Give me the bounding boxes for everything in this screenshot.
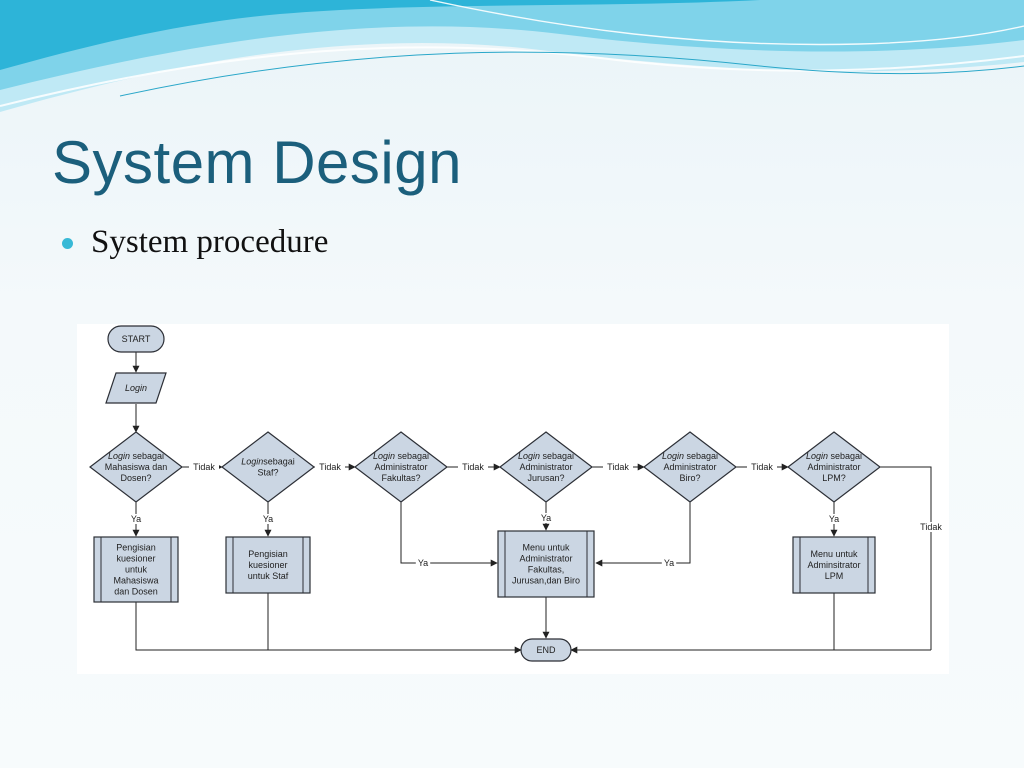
flowchart-panel — [77, 324, 949, 674]
start-terminal-label: START — [122, 334, 151, 344]
edge-label-yes-3-bg — [415, 558, 431, 568]
edge-label-no-5-bg — [747, 462, 777, 472]
edge-label-yes-6-bg — [826, 514, 842, 524]
process-2 — [225, 536, 311, 594]
edge-label-yes-1-bg — [128, 514, 144, 524]
edge-label-yes-4: Ya — [541, 513, 551, 523]
edge-label-yes-3: Ya — [418, 558, 428, 568]
end-terminal-label: END — [536, 645, 556, 655]
edge-label-no-1: Tidak — [193, 462, 215, 472]
login-input-label: Login — [125, 383, 147, 393]
edge-label-no-4: Tidak — [607, 462, 629, 472]
edge-label-yes-2: Ya — [263, 514, 273, 524]
decision-2 — [221, 431, 315, 503]
edge-label-no-3: Tidak — [462, 462, 484, 472]
process-4 — [792, 536, 876, 594]
edge-label-no-3-bg — [458, 462, 488, 472]
decision-3 — [354, 431, 448, 503]
slide-title: System Design — [52, 129, 462, 196]
edge-label-no-6: Tidak — [920, 522, 942, 532]
connector-no-6 — [880, 466, 932, 650]
edge-label-no-2: Tidak — [319, 462, 341, 472]
edge-label-yes-2-bg — [260, 514, 276, 524]
edge-label-yes-6: Ya — [829, 514, 839, 524]
process-3 — [497, 530, 595, 598]
decision-4 — [499, 431, 593, 503]
edge-label-no-1-bg — [189, 462, 219, 472]
bullet-text: System procedure — [91, 224, 329, 260]
decision-1 — [89, 431, 183, 503]
edge-label-yes-5: Ya — [664, 558, 674, 568]
decision-6 — [787, 431, 881, 503]
edge-label-no-4-bg — [603, 462, 633, 472]
connector-yes-5 — [595, 502, 691, 567]
edge-label-no-2-bg — [315, 462, 345, 472]
edge-label-no-5: Tidak — [751, 462, 773, 472]
login-input — [105, 372, 167, 404]
connector-proc1-down — [135, 602, 268, 651]
edge-label-yes-4-bg — [538, 513, 554, 523]
edge-label-yes-1: Ya — [131, 514, 141, 524]
edge-label-yes-5-bg — [661, 558, 677, 568]
end-terminal — [520, 638, 572, 662]
bullet-dot-icon — [62, 238, 73, 249]
bullet-item: System procedure — [62, 224, 328, 261]
connector-yes-3 — [400, 502, 498, 567]
start-terminal — [107, 325, 165, 353]
decision-5 — [643, 431, 737, 503]
header-wave-decoration — [0, 0, 1024, 112]
edge-label-no-6-bg — [916, 522, 946, 532]
process-1 — [93, 536, 179, 603]
